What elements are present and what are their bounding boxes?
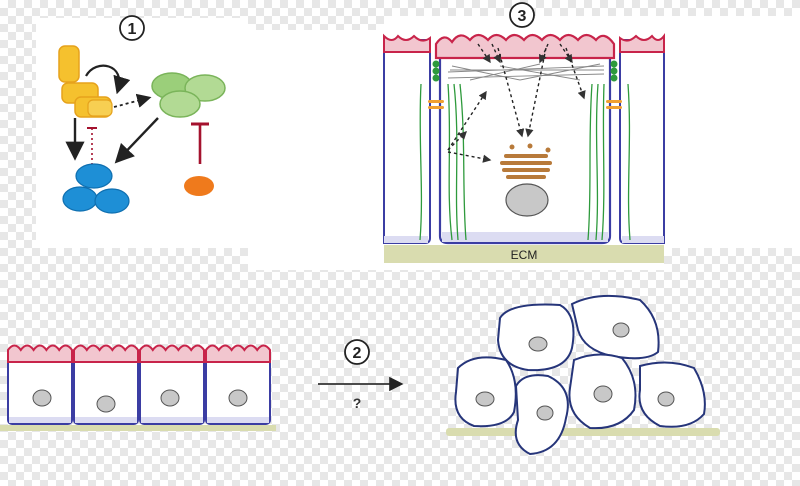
cell-detail-right-background <box>664 16 800 248</box>
orange-protein <box>184 176 214 196</box>
neighbor-cell-left <box>383 33 431 244</box>
epithelial-cell <box>205 344 271 425</box>
adherens-junction-left <box>428 100 444 109</box>
mesenchymal-nucleus-2 <box>612 322 630 338</box>
epithelial-cell <box>7 344 73 425</box>
signaling-panel: 1 <box>36 15 248 248</box>
yellow-protein-complex <box>58 45 113 118</box>
trafficking-arrows <box>447 43 586 163</box>
mesenchymal-nucleus-4 <box>536 405 554 421</box>
epithelial-cell <box>73 344 139 425</box>
nucleus <box>505 183 549 217</box>
adherens-junction-right <box>606 100 622 109</box>
step-1-circle <box>119 15 145 41</box>
transition-question-mark: ? <box>353 395 362 411</box>
epithelial-nucleus <box>96 395 116 413</box>
epithelial-apical-membrane <box>7 344 73 363</box>
step-3-number: 3 <box>518 8 527 25</box>
epithelial-apical-membrane <box>205 344 271 363</box>
green-to-blue-arrow <box>114 117 159 164</box>
epithelial-ecm <box>0 425 276 431</box>
ecm-band <box>384 245 664 263</box>
apical-membrane <box>434 33 616 60</box>
inhibition-symbol <box>191 122 209 164</box>
blue-protein-complex <box>62 163 130 214</box>
microtubules <box>419 83 631 241</box>
epithelial-sheet <box>0 344 276 431</box>
step-2-number: 2 <box>353 345 362 362</box>
step-3-circle <box>509 2 535 28</box>
mesenchymal-cluster <box>446 294 720 456</box>
mesenchymal-nucleus-6 <box>657 391 675 407</box>
cell-detail-left-background <box>248 30 384 270</box>
main-epithelial-cell <box>419 33 631 245</box>
golgi-apparatus <box>500 143 552 179</box>
mesenchymal-nucleus-1 <box>528 336 548 352</box>
tight-junction-right <box>610 60 618 82</box>
epithelial-nucleus <box>228 389 248 407</box>
epithelial-apical-membrane <box>73 344 139 363</box>
transition-panel: 2 ? <box>318 339 404 411</box>
tight-junction-left <box>432 60 440 82</box>
step-1-number: 1 <box>128 21 137 38</box>
neighbor-cell-right <box>619 33 665 244</box>
step-1-badge: 1 <box>119 15 145 41</box>
epithelial-apical-membrane <box>139 344 205 363</box>
epithelial-nucleus <box>160 389 180 407</box>
step-2-badge: 2 <box>344 339 370 365</box>
mesenchymal-nucleus-5 <box>593 385 613 403</box>
autoregulation-arrow <box>85 64 131 95</box>
step-2-circle <box>344 339 370 365</box>
step-3-badge: 3 <box>509 2 535 28</box>
mesenchymal-nucleus-3 <box>475 391 495 407</box>
cell-detail-panel: 3 ECM <box>248 2 800 270</box>
epithelial-nucleus <box>32 389 52 407</box>
mesenchymal-ecm <box>446 428 720 436</box>
actin-mesh <box>447 63 605 81</box>
epithelial-cell <box>139 344 205 425</box>
ecm-label: ECM <box>511 248 538 262</box>
green-protein-complex <box>151 72 226 118</box>
main-cell-basal-membrane <box>442 232 608 242</box>
